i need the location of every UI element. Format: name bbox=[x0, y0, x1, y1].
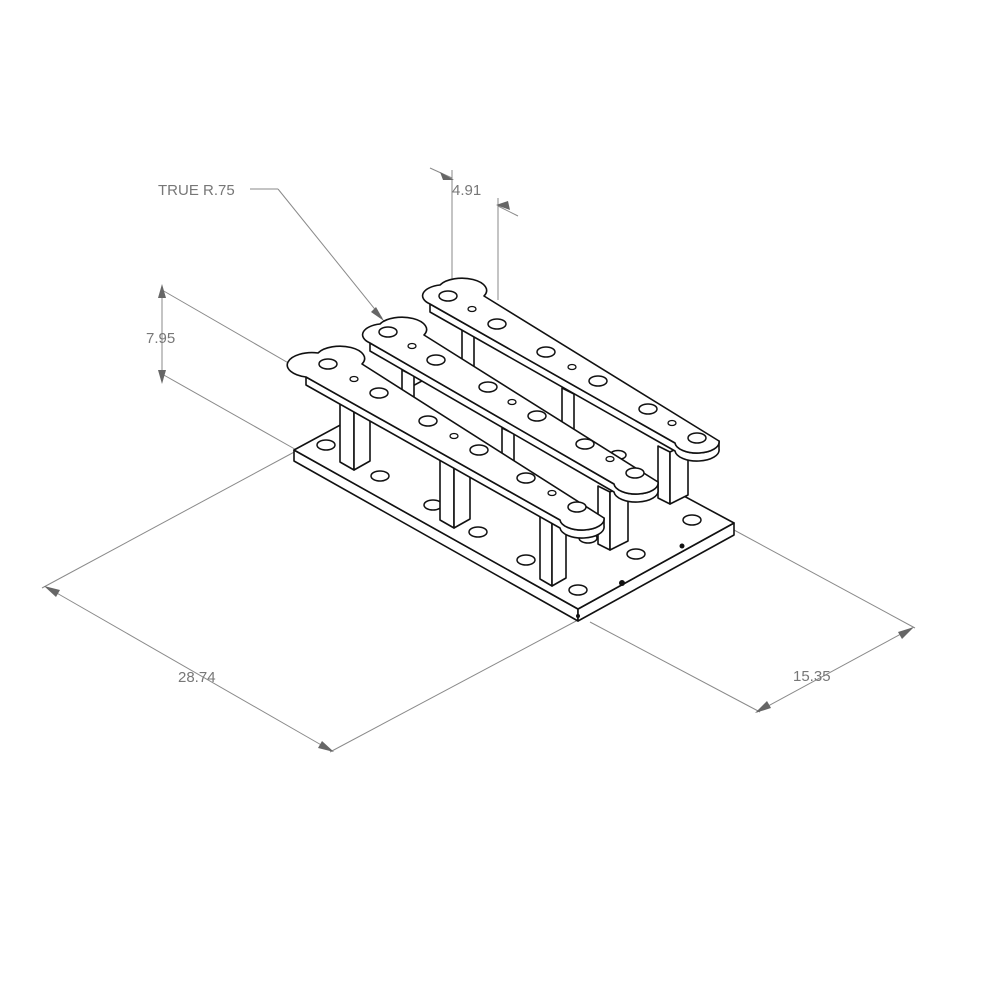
front-rail bbox=[286, 345, 605, 587]
height-label: 7.95 bbox=[146, 330, 175, 347]
base-plate-screws bbox=[576, 543, 685, 618]
back-rail-holes bbox=[438, 290, 707, 444]
rail-spacing-label: 4.91 bbox=[452, 182, 481, 199]
length-label: 28.74 bbox=[178, 669, 216, 686]
radius-callout-label: TRUE R.75 bbox=[158, 182, 235, 199]
middle-rail-holes bbox=[378, 326, 645, 479]
dimension-lines bbox=[41, 167, 916, 753]
dimension-labels: TRUE R.75 4.91 7.95 28.74 15.35 bbox=[146, 182, 831, 686]
middle-rail bbox=[361, 316, 659, 551]
width-label: 15.35 bbox=[793, 668, 831, 685]
front-rail-holes bbox=[318, 358, 587, 513]
